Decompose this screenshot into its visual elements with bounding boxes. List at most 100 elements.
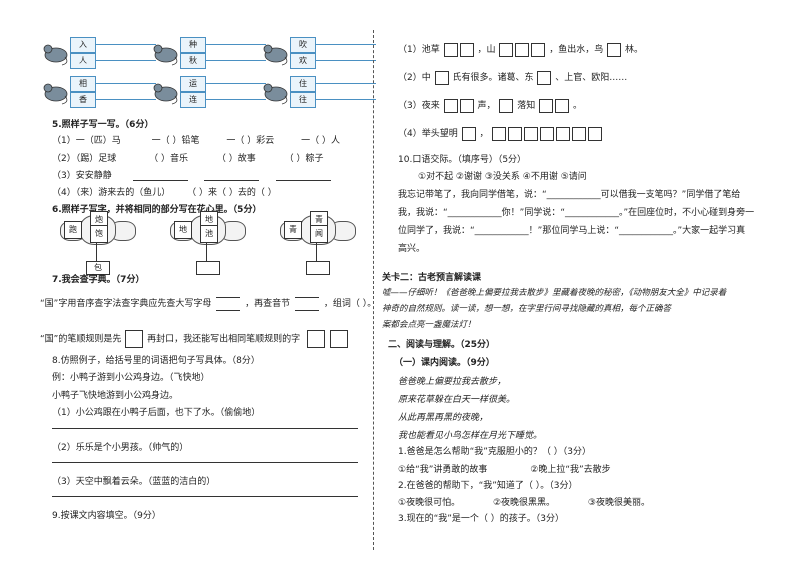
r2-box-1[interactable] (434, 70, 449, 85)
q8-answer-line-1[interactable] (52, 428, 358, 429)
r4-box-4[interactable] (524, 126, 539, 141)
q7-char-box-2[interactable] (329, 330, 348, 348)
q5-r4-example: （4）（来）游来去的（鱼儿） (52, 188, 171, 198)
r4-box-7[interactable] (572, 126, 587, 141)
rq1-option-1[interactable]: ①给“我”讲勇敢的故事 (398, 465, 488, 475)
pinyin-line-top[interactable] (206, 44, 266, 45)
q5-r1-c2: 一（ ）铅笔 (151, 136, 200, 146)
q5-r2-c4: （ ）粽子 (284, 154, 324, 164)
rq2-option-2[interactable]: ②夜晚很黑黑。 (492, 498, 556, 508)
r1-box-3[interactable] (499, 42, 514, 57)
reading-q2: 2.在爸爸的帮助下，“我”知道了（ ）。（3分） (398, 481, 578, 491)
q7-text-c: ，组词（ ）。 (323, 299, 377, 309)
intro-line-1: 嘘——仔细听！《爸爸晚上偏要拉我去散步》里藏着夜晚的秘密，《动物朋友大全》中记录… (382, 288, 727, 298)
pinyin-line-top[interactable] (206, 83, 266, 84)
q5-r4-task: （ ）来（ ）去的（ ） (187, 188, 277, 198)
r4-box-1[interactable] (461, 126, 476, 141)
r2-text-b: 氏有很多。诸葛、东 (452, 73, 534, 83)
flower-pot[interactable] (306, 261, 330, 275)
q10-para-4: 高兴。 (398, 244, 426, 254)
mouse-char-top: 种 (180, 37, 206, 53)
r4-box-8[interactable] (588, 126, 603, 141)
r3-box-5[interactable] (555, 98, 570, 113)
q8-item-1: （1）小公鸡跟在小鸭子后面，也下了水。（偷偷地） (52, 408, 261, 418)
pinyin-line-bottom[interactable] (316, 99, 376, 100)
q8-answer-line-3[interactable] (52, 496, 358, 497)
q8-example-2: 小鸭子飞快地游到小公鸡身边。 (52, 391, 179, 401)
mouse-char-top: 运 (180, 76, 206, 92)
r3-text-b: 声， (477, 101, 496, 111)
flower-left-char: 地 (174, 221, 192, 239)
pinyin-line-top[interactable] (316, 83, 376, 84)
r1-text-b: ，山 (477, 45, 496, 55)
q5-r1-c3: 一（ ）彩云 (226, 136, 275, 146)
q5-row-1: （1）一（匹）马 一（ ）铅笔 一（ ）彩云 一（ ）人 (52, 133, 340, 146)
q7-stroke-box[interactable] (125, 330, 144, 348)
question-5-title: 5.照样子写一写。（6分） (52, 120, 154, 130)
r2-text-c: 、上官、欧阳…… (555, 73, 628, 83)
q7-char-box-1[interactable] (306, 330, 325, 348)
r1-box-1[interactable] (443, 42, 458, 57)
pinyin-line-top[interactable] (96, 44, 156, 45)
poem-line-4: 我也能看见小鸟怎样在月光下睡觉。 (398, 431, 543, 441)
r4-box-3[interactable] (508, 126, 523, 141)
column-divider (373, 30, 374, 550)
flower-petal-char: 闻 (310, 225, 328, 243)
r3-box-2[interactable] (459, 98, 474, 113)
mouse-char-bottom: 秋 (180, 53, 206, 69)
pinyin-line-bottom[interactable] (96, 99, 156, 100)
question-6-title: 6.照样子写字，并将相同的部分写在花心里。（5分） (52, 205, 262, 215)
r4-box-6[interactable] (556, 126, 571, 141)
r1-box-6[interactable] (607, 42, 622, 57)
poem-line-3: 从此再黑再黑的夜晚， (398, 413, 489, 423)
r3-text-c: 落知 (517, 101, 536, 111)
mouse-char-top: 吹 (290, 37, 316, 53)
pinyin-line-bottom[interactable] (316, 60, 376, 61)
subsection-1-title: （一）课内阅读。（9分） (394, 358, 495, 368)
r2-box-2[interactable] (537, 70, 552, 85)
r3-box-1[interactable] (443, 98, 458, 113)
pinyin-line-top[interactable] (96, 83, 156, 84)
question-8-title: 8.仿照例子，给括号里的词语把句子写具体。（8分） (52, 356, 260, 366)
q8-example-1: 例：小鸭子游到小公鸡身边。（飞快地） (52, 373, 210, 383)
r1-box-4[interactable] (515, 42, 530, 57)
mouse-char-bottom: 往 (290, 92, 316, 108)
r3-box-3[interactable] (499, 98, 514, 113)
q7-line-1: “国”字用音序查字法查字典应先查大写字母 ，再查音节 ，组词（ ）。 (40, 296, 376, 311)
mouse-char-top: 入 (70, 37, 96, 53)
r1-text-d: 林。 (625, 45, 644, 55)
q5-r1-c4: 一（ ）人 (301, 136, 340, 146)
flower-stem (96, 243, 97, 261)
q7-text-e: 再封口，我还能写出相同笔顺规则的字 (147, 334, 301, 345)
intro-line-3: 案都会点亮一盏魔法灯！ (382, 320, 476, 330)
q5-r3-blank-3[interactable] (276, 180, 332, 181)
r1-text-a: （1）池草 (398, 45, 440, 55)
q7-syllable-box[interactable] (294, 296, 319, 311)
r3-box-4[interactable] (539, 98, 554, 113)
flower-pot[interactable] (196, 261, 220, 275)
flower-pot[interactable]: 包 (86, 261, 110, 275)
q7-letter-box[interactable] (216, 296, 241, 311)
r4-box-5[interactable] (540, 126, 555, 141)
mouse-char-bottom: 人 (70, 53, 96, 69)
rq1-option-2[interactable]: ②晚上拉“我”去散步 (530, 465, 611, 475)
q10-para-2: 我，我说：“____________你！”同学说：“____________。”… (398, 208, 755, 218)
q5-r3-blank-2[interactable] (204, 180, 260, 181)
question-9-title: 9.按课文内容填空。（9分） (52, 511, 161, 521)
q8-answer-line-2[interactable] (52, 462, 358, 463)
rq2-option-3[interactable]: ③夜晚很美丽。 (587, 498, 650, 508)
rq2-option-1[interactable]: ①夜晚很可怕。 (398, 498, 461, 508)
q5-r3-blank-1[interactable] (132, 180, 188, 181)
pinyin-line-bottom[interactable] (206, 99, 266, 100)
pinyin-line-bottom[interactable] (96, 60, 156, 61)
r1-box-2[interactable] (459, 42, 474, 57)
r4-box-2[interactable] (492, 126, 507, 141)
q8-item-2: （2）乐乐是个小男孩。（帅气的） (52, 443, 189, 453)
q5-row-4: （4）（来）游来去的（鱼儿） （ ）来（ ）去的（ ） (52, 185, 277, 198)
pinyin-line-bottom[interactable] (206, 60, 266, 61)
r1-box-5[interactable] (531, 42, 546, 57)
flower-petal-char: 池 (200, 225, 218, 243)
pinyin-line-top[interactable] (316, 44, 376, 45)
mouse-icon (43, 44, 68, 66)
